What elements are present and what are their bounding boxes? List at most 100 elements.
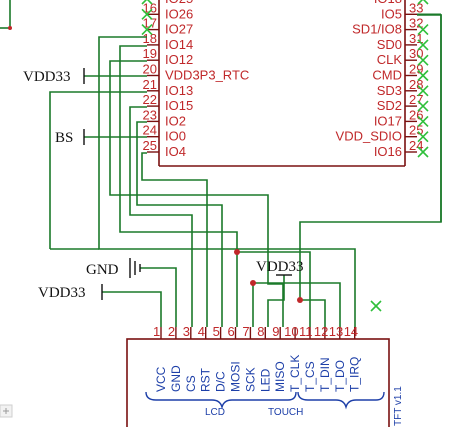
esp-left-pin-name: IO14 (165, 37, 193, 52)
tft-pin-name: T_DIN (318, 357, 332, 392)
esp-left-pin-number: 20 (143, 62, 157, 77)
tft-connector: 1VCC2GND3CS4RST5D/C6MOSI7SCK8LED9MISO10T… (126, 324, 404, 427)
tft-pin-number: 6 (228, 324, 235, 339)
esp32-right-pins: 34IO1833IO532SD1/IO831SD030CLK29CMD28SD3… (336, 0, 424, 159)
tft-pin-number: 8 (257, 324, 264, 339)
wire-io2-dc (136, 121, 223, 327)
wire-io13-mosi (49, 91, 147, 249)
tft-pin-name: CS (184, 375, 198, 392)
vdd33-left-symbol: VDD33 (23, 68, 85, 85)
no-connect-marker-right (417, 100, 429, 112)
wire-sck-tclk (237, 251, 311, 327)
esp-left-pin-name: IO4 (165, 144, 186, 159)
esp-left-pin-number: 18 (143, 31, 157, 46)
no-connect-marker-right (417, 146, 429, 158)
esp-left-pin-name: IO15 (165, 98, 193, 113)
tft-pin-name: MISO (273, 361, 287, 392)
no-connect-marker-right (417, 115, 429, 127)
wire-vdd33-led (267, 275, 285, 327)
tft-pin-name: T_DO (333, 360, 347, 392)
esp-left-pin-name: IO27 (165, 22, 193, 37)
vdd33-mid-symbol: VDD33 (256, 259, 304, 276)
esp-right-pin-name: CMD (372, 68, 402, 83)
tft-part-name: TFT v1.1 (393, 386, 404, 426)
esp-left-pin-number: 17 (143, 16, 157, 31)
esp-right-pin-name: CLK (377, 52, 403, 67)
touch-group-label: TOUCH (268, 407, 303, 418)
wire-gnd (140, 267, 177, 327)
wire-top-left (0, 0, 12, 30)
tft-pin-number: 14 (344, 324, 358, 339)
tft-pin-name: T_CLK (288, 355, 302, 392)
esp-left-pin-name: IO0 (165, 129, 186, 144)
no-connect-marker-right (417, 39, 429, 51)
tft-pin-name: VCC (154, 366, 168, 392)
tft-pin-number: 4 (198, 324, 205, 339)
esp-left-pin-number: 23 (143, 107, 157, 122)
tft-pin-name: LED (258, 368, 272, 392)
esp-left-pin-number: 22 (143, 92, 157, 107)
wire-io15-cs (129, 106, 193, 327)
wire-io12-miso (109, 60, 284, 327)
esp-right-pin-name: IO5 (381, 6, 402, 21)
bs-label: BS (55, 130, 73, 146)
junctions (234, 249, 303, 303)
esp-right-pin-name: SD1/IO8 (352, 22, 402, 37)
esp32-left-pins: 15IO2516IO2617IO2718IO1419IO1220VDD3P3_R… (143, 0, 250, 159)
vdd33-bottom-label: VDD33 (38, 285, 86, 301)
esp-left-pin-number: 24 (143, 123, 157, 138)
tft-pin-number: 2 (168, 324, 175, 339)
tft-pin-number: 1 (153, 324, 160, 339)
tft-pin-number: 5 (213, 324, 220, 339)
lcd-group-label: LCD (205, 407, 225, 418)
wire-io5-tcs (299, 14, 442, 327)
no-connect-marker-right (417, 131, 429, 143)
esp-right-pin-name: IO18 (374, 0, 402, 6)
esp-left-pin-name: IO2 (165, 113, 186, 128)
esp-left-pin-number: 21 (143, 77, 157, 92)
tft-pin-name: GND (169, 365, 183, 392)
tft-pin-number: 11 (299, 324, 313, 339)
touch-group-brace (297, 391, 385, 410)
vdd33-left-label: VDD33 (23, 69, 71, 85)
esp-right-pin-name: SD0 (377, 37, 402, 52)
esp-left-pin-name: IO26 (165, 6, 193, 21)
tft-pin-number: 9 (272, 324, 279, 339)
tft-pin-name: MOSI (229, 361, 243, 392)
esp-left-pin-number: 16 (143, 0, 157, 15)
no-connect-marker-right (417, 54, 429, 66)
esp-left-pin-number: 25 (143, 138, 157, 153)
esp-right-pin-name: VDD_SDIO (336, 129, 402, 144)
no-connect-marker-right (417, 69, 429, 82)
esp-right-pin-name: IO16 (374, 144, 402, 159)
wires (49, 14, 442, 327)
no-connect-marker-left (141, 24, 153, 36)
esp-right-pin-name: SD3 (377, 83, 402, 98)
wire-vdd33-vcc (102, 291, 162, 327)
tft-pin-number: 7 (242, 324, 249, 339)
bs-symbol: BS (55, 129, 85, 146)
resize-grip-icon (0, 404, 13, 418)
esp-right-pin-name: IO17 (374, 113, 402, 128)
esp-right-pin-number: 33 (409, 0, 423, 15)
wire-io14-sck (119, 45, 238, 327)
gnd-symbol: GND (86, 258, 141, 278)
tft-pin-name: RST (199, 367, 213, 392)
tft-pin-number: 13 (329, 324, 343, 339)
esp-left-pin-name: IO12 (165, 52, 193, 67)
no-connect-marker-left (141, 0, 153, 5)
tft-pin-number: 12 (314, 324, 328, 339)
tft-pin-name: T_IRQ (348, 357, 362, 392)
no-connect-marker-left (141, 8, 153, 20)
esp-left-pin-name: IO13 (165, 83, 193, 98)
no-connect-marker-right (417, 85, 429, 97)
esp-left-pin-number: 19 (143, 46, 157, 61)
tft-pin-name: SCK (243, 367, 257, 392)
esp-left-pin-name: IO25 (165, 0, 193, 6)
tft-pin-name: T_CS (303, 361, 317, 392)
gnd-label: GND (86, 262, 119, 278)
wire-io4-rst (141, 152, 208, 327)
tft-pin-number: 10 (284, 324, 298, 339)
no-connect-marker-right (417, 0, 429, 5)
